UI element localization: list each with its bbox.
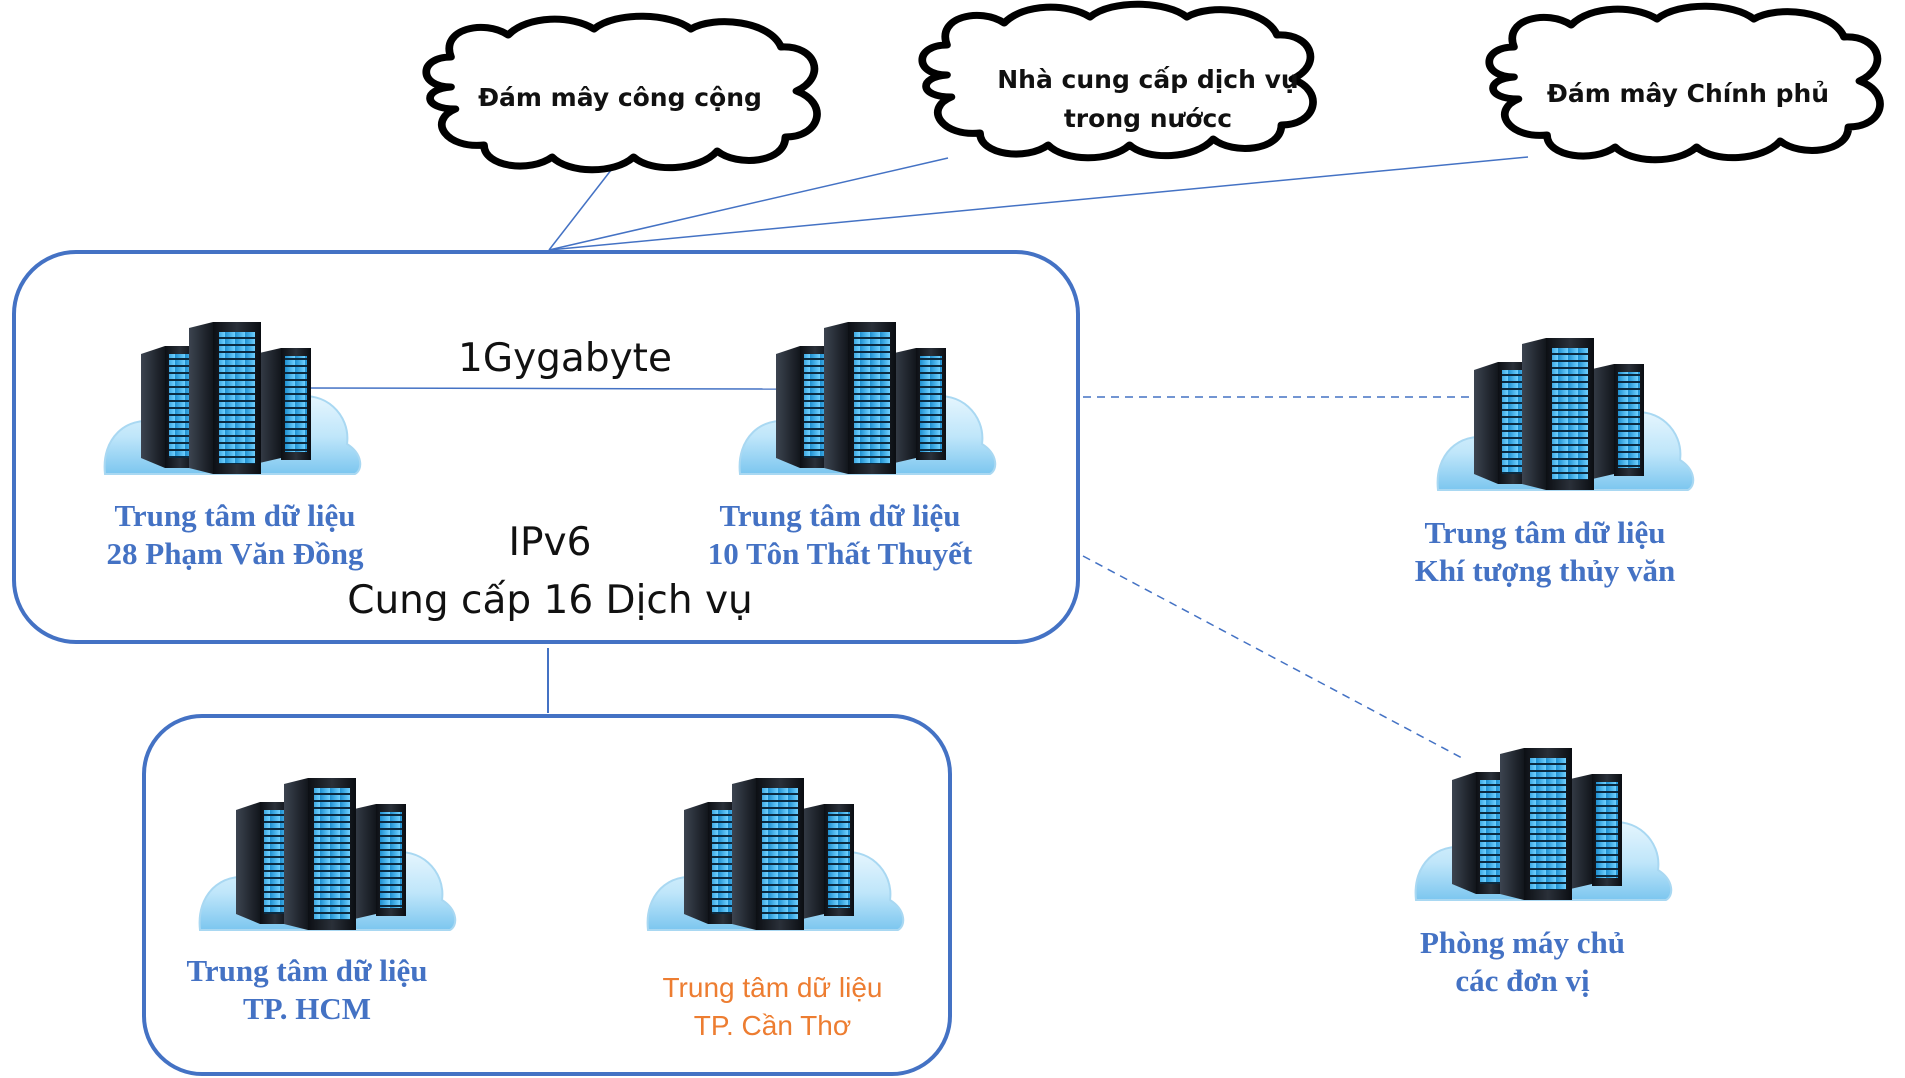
- main-group-frame: [12, 250, 1080, 644]
- south-group-frame: [142, 714, 952, 1076]
- government-cloud-label: Đám mây Chính phủ: [1508, 74, 1868, 113]
- services-label: Cung cấp 16 Dịch vụ: [347, 578, 753, 623]
- dc-label-line-1: Phòng máy chủ: [1420, 925, 1625, 960]
- public-cloud-label: Đám mây công cộng: [440, 78, 800, 117]
- link-speed-label: 1Gygabyte: [458, 336, 672, 381]
- dc-label-tp-can-tho: Trung tâm dữ liệu TP. Cần Thơ: [600, 969, 945, 1045]
- public-cloud-label-line: Đám mây công cộng: [478, 83, 762, 112]
- server-cloud-icon: [1414, 747, 1673, 903]
- cloud-connectors: [548, 156, 1529, 251]
- server-cloud-icon: [103, 321, 362, 477]
- dc-label-line-2: TP. HCM: [242, 991, 372, 1026]
- dc-label-ton-that-thuyet: Trung tâm dữ liệu 10 Tôn Thất Thuyết: [665, 497, 1015, 573]
- dashed-link-units: [1082, 555, 1463, 759]
- dc-label-khi-tuong-thuy-van: Trung tâm dữ liệu Khí tượng thủy văn: [1370, 514, 1720, 590]
- government-cloud-label-line: Đám mây Chính phủ: [1546, 79, 1830, 108]
- domestic-provider-label-line-1: Nhà cung cấp dịch vụ: [997, 65, 1299, 94]
- connector-government-cloud: [548, 156, 1529, 251]
- dc-label-line-2: TP. Cần Thơ: [693, 1010, 852, 1041]
- dc-label-line-1: Trung tâm dữ liệu: [1424, 515, 1666, 550]
- dc-label-line-1: Trung tâm dữ liệu: [114, 498, 356, 533]
- dc-label-line-2: các đơn vị: [1455, 963, 1590, 998]
- protocol-label: IPv6: [508, 520, 592, 565]
- server-cloud-icon: [646, 777, 905, 933]
- domestic-provider-label: Nhà cung cấp dịch vụ trong nướcc: [968, 60, 1328, 138]
- dc-label-pham-van-dong: Trung tâm dữ liệu 28 Phạm Văn Đồng: [60, 497, 410, 573]
- server-cloud-icon: [1436, 337, 1695, 493]
- domestic-provider-label-line-2: trong nướcc: [1063, 104, 1233, 133]
- link-1gbps: [299, 387, 787, 390]
- dc-label-line-2: Khí tượng thủy văn: [1414, 553, 1676, 588]
- dc-label-line-1: Trung tâm dữ liệu: [662, 972, 883, 1003]
- dc-label-line-2: 28 Phạm Văn Đồng: [106, 536, 364, 571]
- connector-public-cloud: [548, 164, 616, 251]
- dc-label-line-1: Trung tâm dữ liệu: [186, 953, 428, 988]
- connector-domestic-provider: [548, 157, 949, 251]
- dc-label-line-1: Trung tâm dữ liệu: [719, 498, 961, 533]
- dc-label-line-2: 10 Tôn Thất Thuyết: [707, 536, 973, 571]
- server-cloud-icon: [198, 777, 457, 933]
- dc-label-unit-server-rooms: Phòng máy chủ các đơn vị: [1350, 924, 1695, 1000]
- server-cloud-icon: [738, 321, 997, 477]
- dc-label-tp-hcm: Trung tâm dữ liệu TP. HCM: [132, 952, 482, 1028]
